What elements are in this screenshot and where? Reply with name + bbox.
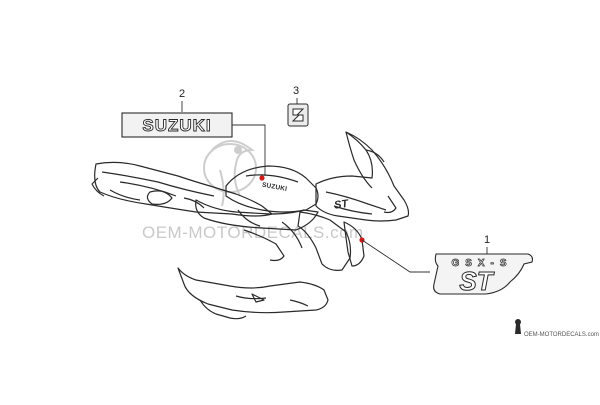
s-logo-emblem-icon bbox=[287, 103, 309, 127]
gsx-s-st-emblem: GSX-S ST bbox=[433, 253, 534, 297]
callout-2: 2 SUZUKI bbox=[121, 88, 266, 176]
tank-decal-text: SUZUKI bbox=[261, 182, 287, 193]
leader-line-2 bbox=[232, 124, 266, 176]
corner-watermark: OEM-MOTORDECALS.com bbox=[515, 319, 599, 338]
corner-watermark-text: OEM-MOTORDECALS.com bbox=[524, 332, 599, 338]
fuel-tank bbox=[225, 165, 319, 213]
suzuki-wordmark-decal: SUZUKI bbox=[121, 112, 233, 138]
fairing-decal-mark: ST bbox=[333, 198, 350, 212]
watermark-logo bbox=[203, 140, 257, 207]
callout-number-1: 1 bbox=[484, 234, 490, 246]
callout-number-3: 3 bbox=[293, 85, 299, 97]
side-panel bbox=[243, 211, 352, 271]
emblem-model-text: GSX-S bbox=[451, 258, 512, 269]
callout-number-2: 2 bbox=[179, 88, 185, 100]
radiator-cowl bbox=[343, 221, 365, 267]
motorcycle-bodywork bbox=[91, 131, 410, 320]
fairing-decal-text: ST bbox=[333, 198, 350, 212]
leader-dot-2 bbox=[259, 175, 265, 181]
front-fairing bbox=[315, 131, 410, 222]
tail-cowl bbox=[91, 161, 273, 217]
emblem-sub-text: ST bbox=[459, 266, 494, 296]
tank-decal-mark: SUZUKI bbox=[261, 182, 287, 193]
corner-logo-icon bbox=[515, 319, 521, 334]
leader-line-1 bbox=[361, 239, 430, 273]
callout-3: 3 bbox=[287, 85, 309, 127]
seat bbox=[195, 199, 319, 231]
callout-1: 1 GSX-S ST bbox=[361, 234, 534, 297]
suzuki-wordmark-text: SUZUKI bbox=[142, 116, 211, 135]
lower-cowl bbox=[177, 267, 329, 320]
watermark-text: OEM-MOTORDECALS.com bbox=[142, 223, 364, 242]
